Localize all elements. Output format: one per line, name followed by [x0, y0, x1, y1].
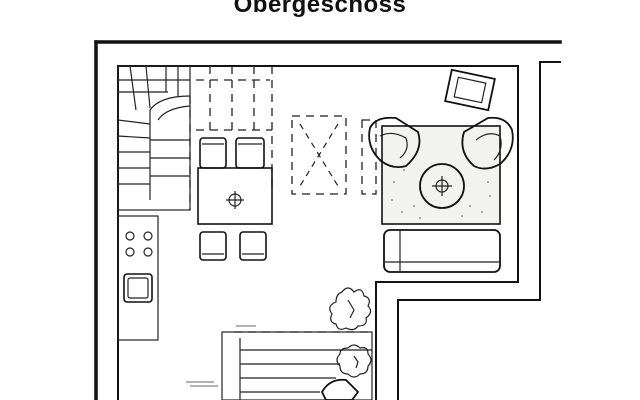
sink: [123, 273, 153, 303]
skylight-left: [291, 115, 347, 195]
lower-stair: [221, 331, 373, 400]
sofa: [383, 229, 501, 273]
dining-table: [197, 137, 273, 261]
side-table: [444, 68, 496, 112]
chair-bottom-left: [199, 231, 227, 261]
skylight-right: [361, 119, 377, 195]
coffee-table: [419, 163, 465, 209]
plant-upper: [329, 287, 372, 331]
floor-title: Obergeschoss: [233, 0, 407, 18]
chair-top-right: [235, 137, 265, 169]
kitchen-counter: [117, 215, 159, 341]
chair-top-left: [199, 137, 227, 169]
armchair-right: [461, 116, 514, 170]
railing-marks: [186, 325, 256, 387]
plant-lower: [336, 344, 372, 378]
armchair-left: [368, 116, 421, 169]
chair-bottom-right: [239, 231, 267, 261]
stove: [125, 231, 153, 257]
lounge-rug: [381, 125, 501, 225]
outer-walls: [94, 40, 562, 400]
armchair-bottom: [320, 378, 360, 400]
